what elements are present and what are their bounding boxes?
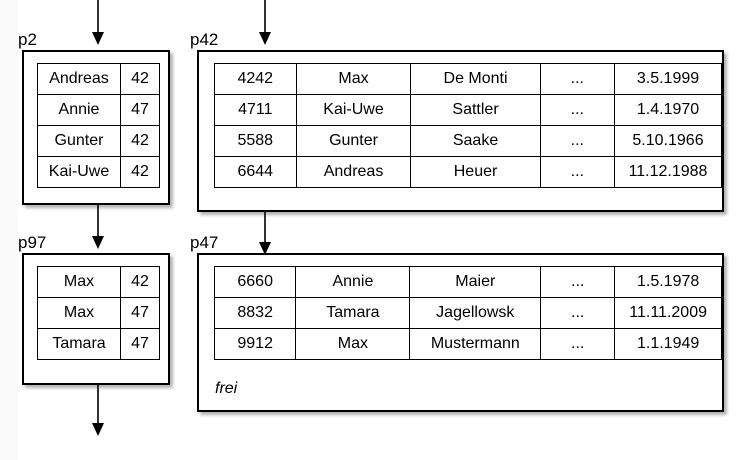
index-value: 42 (120, 125, 160, 157)
cell-ellipsis: ... (540, 328, 616, 360)
block-label-p42: p42 (190, 30, 219, 49)
index-key: Kai-Uwe (37, 156, 121, 188)
block-label-p47: p47 (190, 233, 219, 252)
table-row[interactable]: 6644 Andreas Heuer ... 11.12.1988 (214, 156, 722, 188)
cell-date: 1.5.1978 (614, 266, 722, 298)
cell-last-name: Maier (409, 266, 542, 298)
index-key: Max (37, 266, 121, 298)
table-row[interactable]: 4242 Max De Monti ... 3.5.1999 (214, 63, 722, 95)
cell-ellipsis: ... (539, 125, 616, 157)
table-row[interactable]: 9912 Max Mustermann ... 1.1.1949 (213, 328, 722, 360)
data-page-p47[interactable]: 6660 Annie Maier ... 1.5.1978 8832 Tamar… (197, 253, 724, 412)
page-margin-strip (0, 0, 18, 460)
cell-ellipsis: ... (539, 94, 616, 126)
cell-last-name: Jagellowsk (409, 297, 542, 329)
table-row[interactable]: Max 47 (37, 297, 160, 329)
cell-first-name: Gunter (295, 125, 412, 157)
index-key: Andreas (37, 63, 121, 95)
cell-id: 6644 (214, 156, 297, 188)
cell-date: 3.5.1999 (614, 63, 722, 95)
table-row[interactable]: 5588 Gunter Saake ... 5.10.1966 (214, 125, 722, 157)
index-page-p2[interactable]: Andreas 42 Annie 47 Gunter 42 Kai-Uwe 42 (22, 50, 170, 205)
cell-date: 1.1.1949 (614, 328, 722, 360)
cell-first-name: Tamara (295, 297, 411, 329)
index-key: Gunter (37, 125, 121, 157)
cell-id: 8832 (213, 297, 297, 329)
cell-date: 5.10.1966 (614, 125, 722, 157)
cell-last-name: De Monti (410, 63, 541, 95)
cell-date: 1.4.1970 (614, 94, 722, 126)
table-row[interactable]: Annie 47 (37, 94, 160, 126)
cell-last-name: Mustermann (409, 328, 542, 360)
table-row[interactable]: 8832 Tamara Jagellowsk ... 11.11.2009 (213, 297, 722, 329)
cell-ellipsis: ... (539, 156, 616, 188)
cell-id: 5588 (214, 125, 297, 157)
data-table-p42: 4242 Max De Monti ... 3.5.1999 4711 Kai-… (214, 63, 722, 188)
cell-ellipsis: ... (539, 63, 616, 95)
index-value: 47 (120, 297, 160, 329)
cell-id: 9912 (213, 328, 297, 360)
table-row[interactable]: Kai-Uwe 42 (37, 156, 160, 188)
cell-first-name: Max (295, 63, 412, 95)
index-key: Tamara (37, 328, 121, 360)
index-key: Annie (37, 94, 121, 126)
cell-first-name: Andreas (295, 156, 412, 188)
table-row[interactable]: Gunter 42 (37, 125, 160, 157)
data-table-p47: 6660 Annie Maier ... 1.5.1978 8832 Tamar… (213, 266, 722, 360)
table-row[interactable]: 6660 Annie Maier ... 1.5.1978 (213, 266, 722, 298)
table-row[interactable]: 4711 Kai-Uwe Sattler ... 1.4.1970 (214, 94, 722, 126)
index-key: Max (37, 297, 121, 329)
index-table-p97: Max 42 Max 47 Tamara 47 (37, 266, 160, 360)
index-value: 47 (120, 328, 160, 360)
index-value: 47 (120, 94, 160, 126)
cell-ellipsis: ... (540, 297, 616, 329)
block-label-p97: p97 (18, 233, 47, 252)
cell-last-name: Heuer (410, 156, 541, 188)
index-value: 42 (120, 156, 160, 188)
index-page-p97[interactable]: Max 42 Max 47 Tamara 47 (22, 253, 170, 385)
cell-first-name: Kai-Uwe (295, 94, 412, 126)
table-row[interactable]: Andreas 42 (37, 63, 160, 95)
data-page-p42[interactable]: 4242 Max De Monti ... 3.5.1999 4711 Kai-… (197, 50, 724, 212)
cell-id: 6660 (213, 266, 297, 298)
cell-date: 11.11.2009 (614, 297, 722, 329)
table-row[interactable]: Max 42 (37, 266, 160, 298)
cell-id: 4242 (214, 63, 297, 95)
cell-ellipsis: ... (540, 266, 616, 298)
free-space-label: frei (215, 380, 238, 397)
cell-date: 11.12.1988 (614, 156, 722, 188)
cell-id: 4711 (214, 94, 297, 126)
index-value: 42 (120, 63, 160, 95)
block-label-p2: p2 (18, 30, 37, 49)
table-row[interactable]: Tamara 47 (37, 328, 160, 360)
cell-first-name: Annie (295, 266, 411, 298)
cell-last-name: Sattler (410, 94, 541, 126)
cell-first-name: Max (295, 328, 411, 360)
index-value: 42 (120, 266, 160, 298)
index-table-p2: Andreas 42 Annie 47 Gunter 42 Kai-Uwe 42 (37, 63, 160, 188)
cell-last-name: Saake (410, 125, 541, 157)
